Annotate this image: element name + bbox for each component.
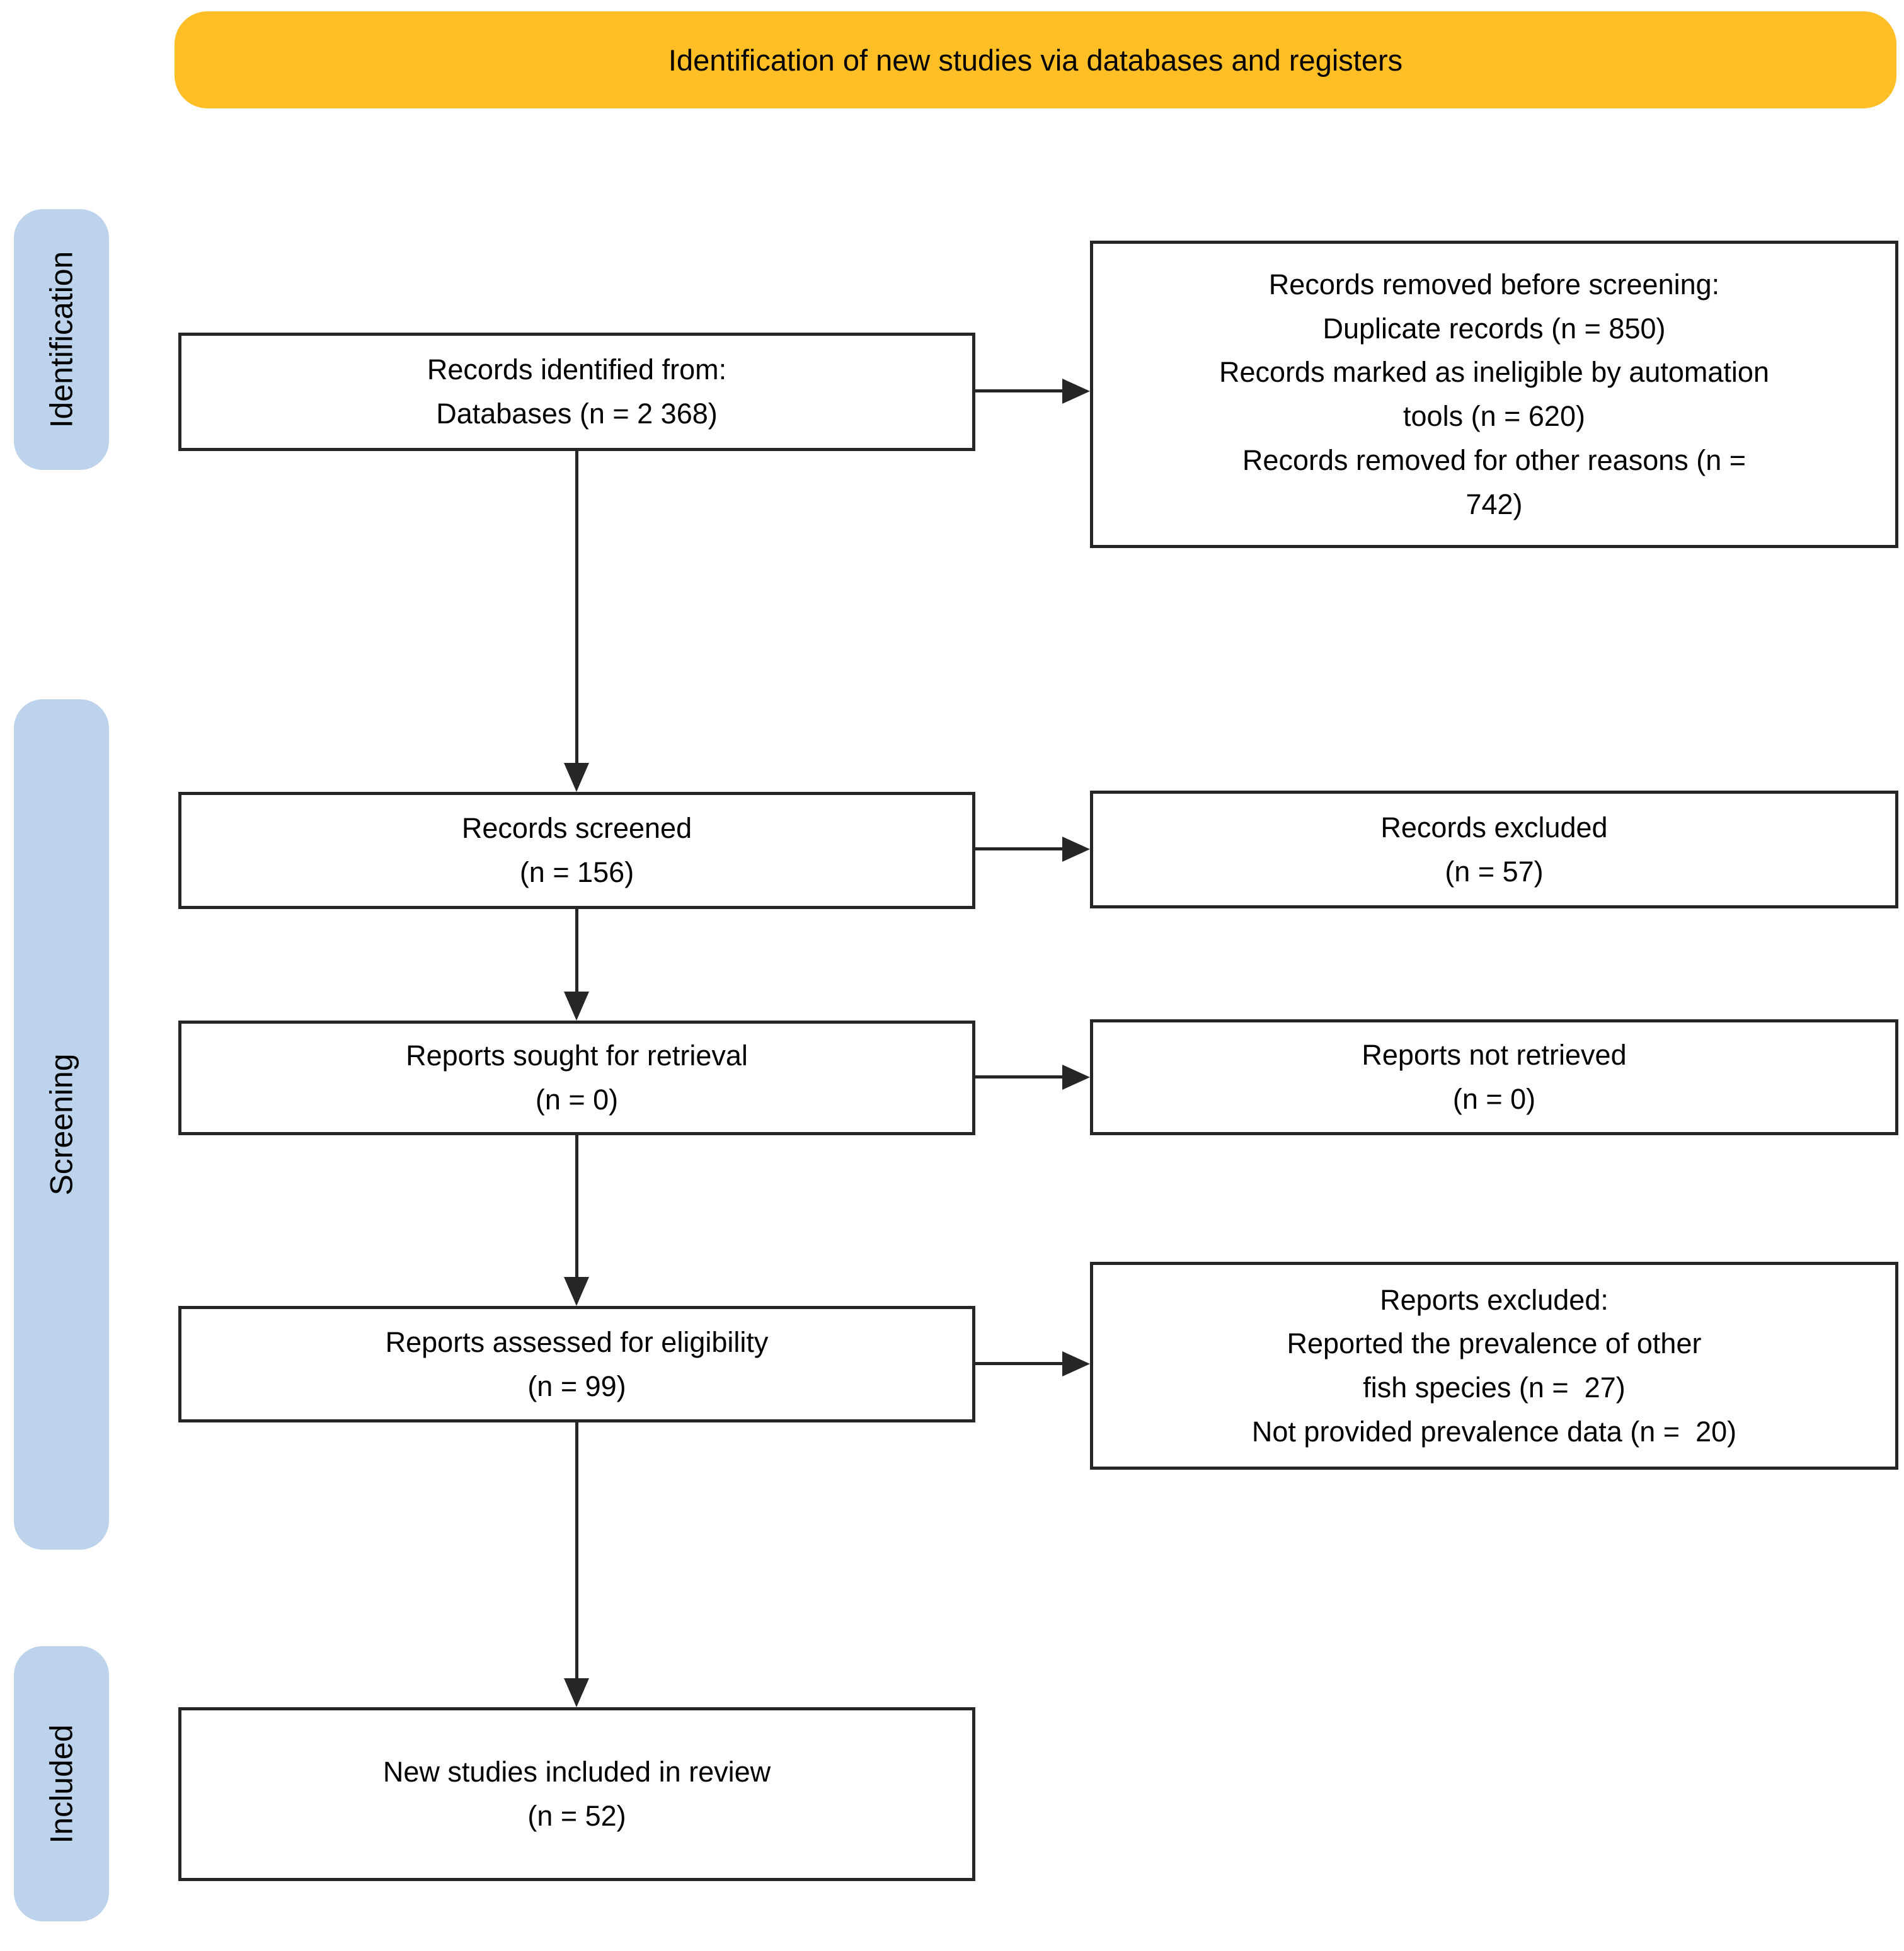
box-reports-sought: Reports sought for retrieval (n = 0) <box>178 1021 975 1135</box>
box-reports-not-retrieved: Reports not retrieved (n = 0) <box>1090 1019 1898 1135</box>
arrowhead-right-icon <box>1062 379 1090 404</box>
arrow-line <box>975 1075 1065 1078</box>
stage-label-included-text: Included <box>43 1724 79 1844</box>
arrow-line <box>575 909 578 993</box>
arrowhead-down-icon <box>564 992 589 1021</box>
arrowhead-down-icon <box>564 763 589 792</box>
arrowhead-right-icon <box>1062 1351 1090 1376</box>
stage-label-included: Included <box>14 1646 109 1921</box>
banner-title: Identification of new studies via databa… <box>668 43 1403 77</box>
stage-label-screening: Screening <box>14 699 109 1550</box>
banner: Identification of new studies via databa… <box>175 11 1896 108</box>
arrow-line <box>975 389 1065 392</box>
arrowhead-right-icon <box>1062 1065 1090 1090</box>
arrow-line <box>575 450 578 764</box>
box-records-identified: Records identified from: Databases (n = … <box>178 333 975 451</box>
arrowhead-down-icon <box>564 1277 589 1306</box>
stage-label-identification: Identification <box>14 209 109 470</box>
stage-label-screening-text: Screening <box>43 1053 79 1196</box>
arrow-line <box>575 1135 578 1278</box>
box-records-excluded: Records excluded (n = 57) <box>1090 791 1898 908</box>
arrow-line <box>575 1422 578 1679</box>
box-reports-assessed: Reports assessed for eligibility (n = 99… <box>178 1306 975 1422</box>
arrow-line <box>975 847 1065 850</box>
stage-label-identification-text: Identification <box>43 251 79 428</box>
box-studies-included: New studies included in review (n = 52) <box>178 1707 975 1881</box>
arrow-line <box>975 1362 1065 1365</box>
arrowhead-down-icon <box>564 1678 589 1707</box>
box-reports-excluded: Reports excluded: Reported the prevalenc… <box>1090 1262 1898 1470</box>
arrowhead-right-icon <box>1062 837 1090 862</box>
box-records-removed: Records removed before screening: Duplic… <box>1090 241 1898 548</box>
box-records-screened: Records screened (n = 156) <box>178 792 975 909</box>
